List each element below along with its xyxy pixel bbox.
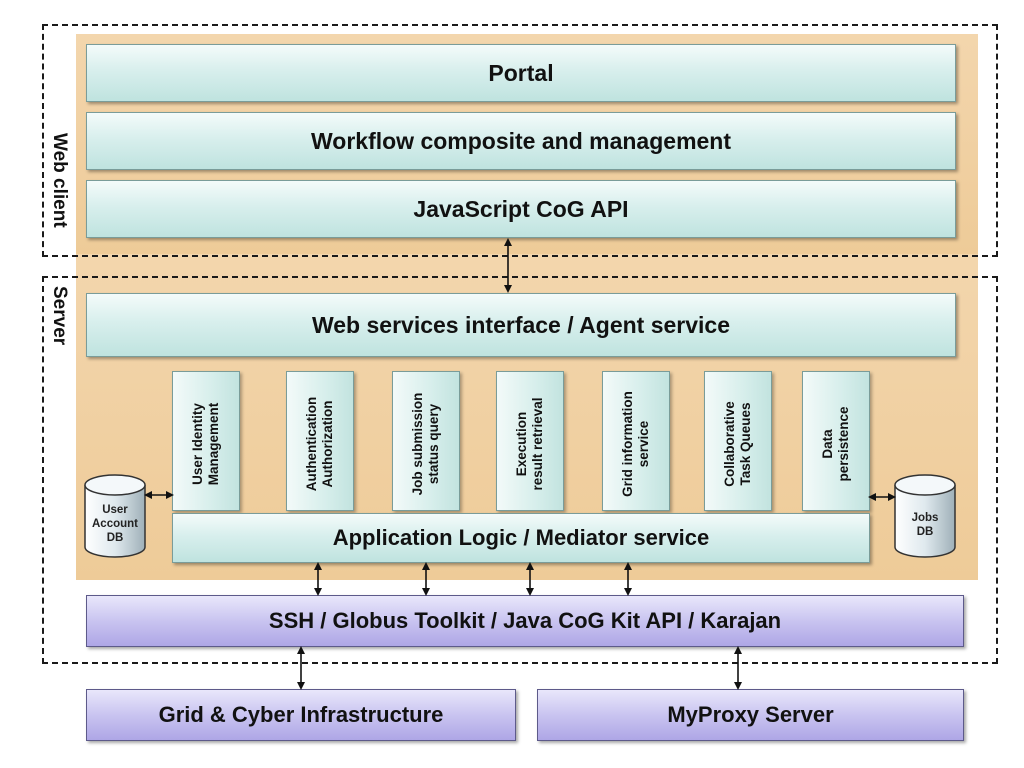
web-services-layer: Web services interface / Agent service	[86, 293, 956, 357]
server-region	[42, 276, 998, 664]
service-collaborative: Collaborative Task Queues	[704, 371, 772, 511]
user-account-db: User Account DB	[83, 473, 147, 559]
service-execution: Execution result retrieval	[496, 371, 564, 511]
portal-layer: Portal	[86, 44, 956, 102]
ssh-globus-layer: SSH / Globus Toolkit / Java CoG Kit API …	[86, 595, 964, 647]
server-label: Server	[49, 286, 70, 346]
database-icon	[894, 474, 956, 558]
grid-cyber-infrastructure: Grid & Cyber Infrastructure	[86, 689, 516, 741]
service-label: Authentication Authorization	[304, 396, 335, 492]
web-client-region	[42, 24, 998, 257]
user-account-db-label: User Account DB	[92, 504, 138, 544]
service-label: Data persistence	[820, 406, 851, 482]
service-user-identity: User Identity Management	[172, 371, 240, 511]
service-label: Job submission status query	[410, 392, 441, 496]
service-label: User Identity Management	[190, 402, 221, 486]
jobs-db: Jobs DB	[893, 473, 957, 559]
jobs-db-label: Jobs DB	[911, 512, 939, 538]
javascript-cog-api-layer: JavaScript CoG API	[86, 180, 956, 238]
service-authentication: Authentication Authorization	[286, 371, 354, 511]
application-logic-layer: Application Logic / Mediator service	[172, 513, 870, 563]
web-client-label: Web client	[49, 133, 70, 228]
service-job-submission: Job submission status query	[392, 371, 460, 511]
database-icon	[84, 474, 146, 558]
service-label: Execution result retrieval	[514, 397, 545, 491]
workflow-layer: Workflow composite and management	[86, 112, 956, 170]
service-data-persistence: Data persistence	[802, 371, 870, 511]
service-label: Grid information service	[620, 391, 651, 497]
service-label: Collaborative Task Queues	[722, 401, 753, 487]
myproxy-server: MyProxy Server	[537, 689, 964, 741]
service-grid-information: Grid information service	[602, 371, 670, 511]
